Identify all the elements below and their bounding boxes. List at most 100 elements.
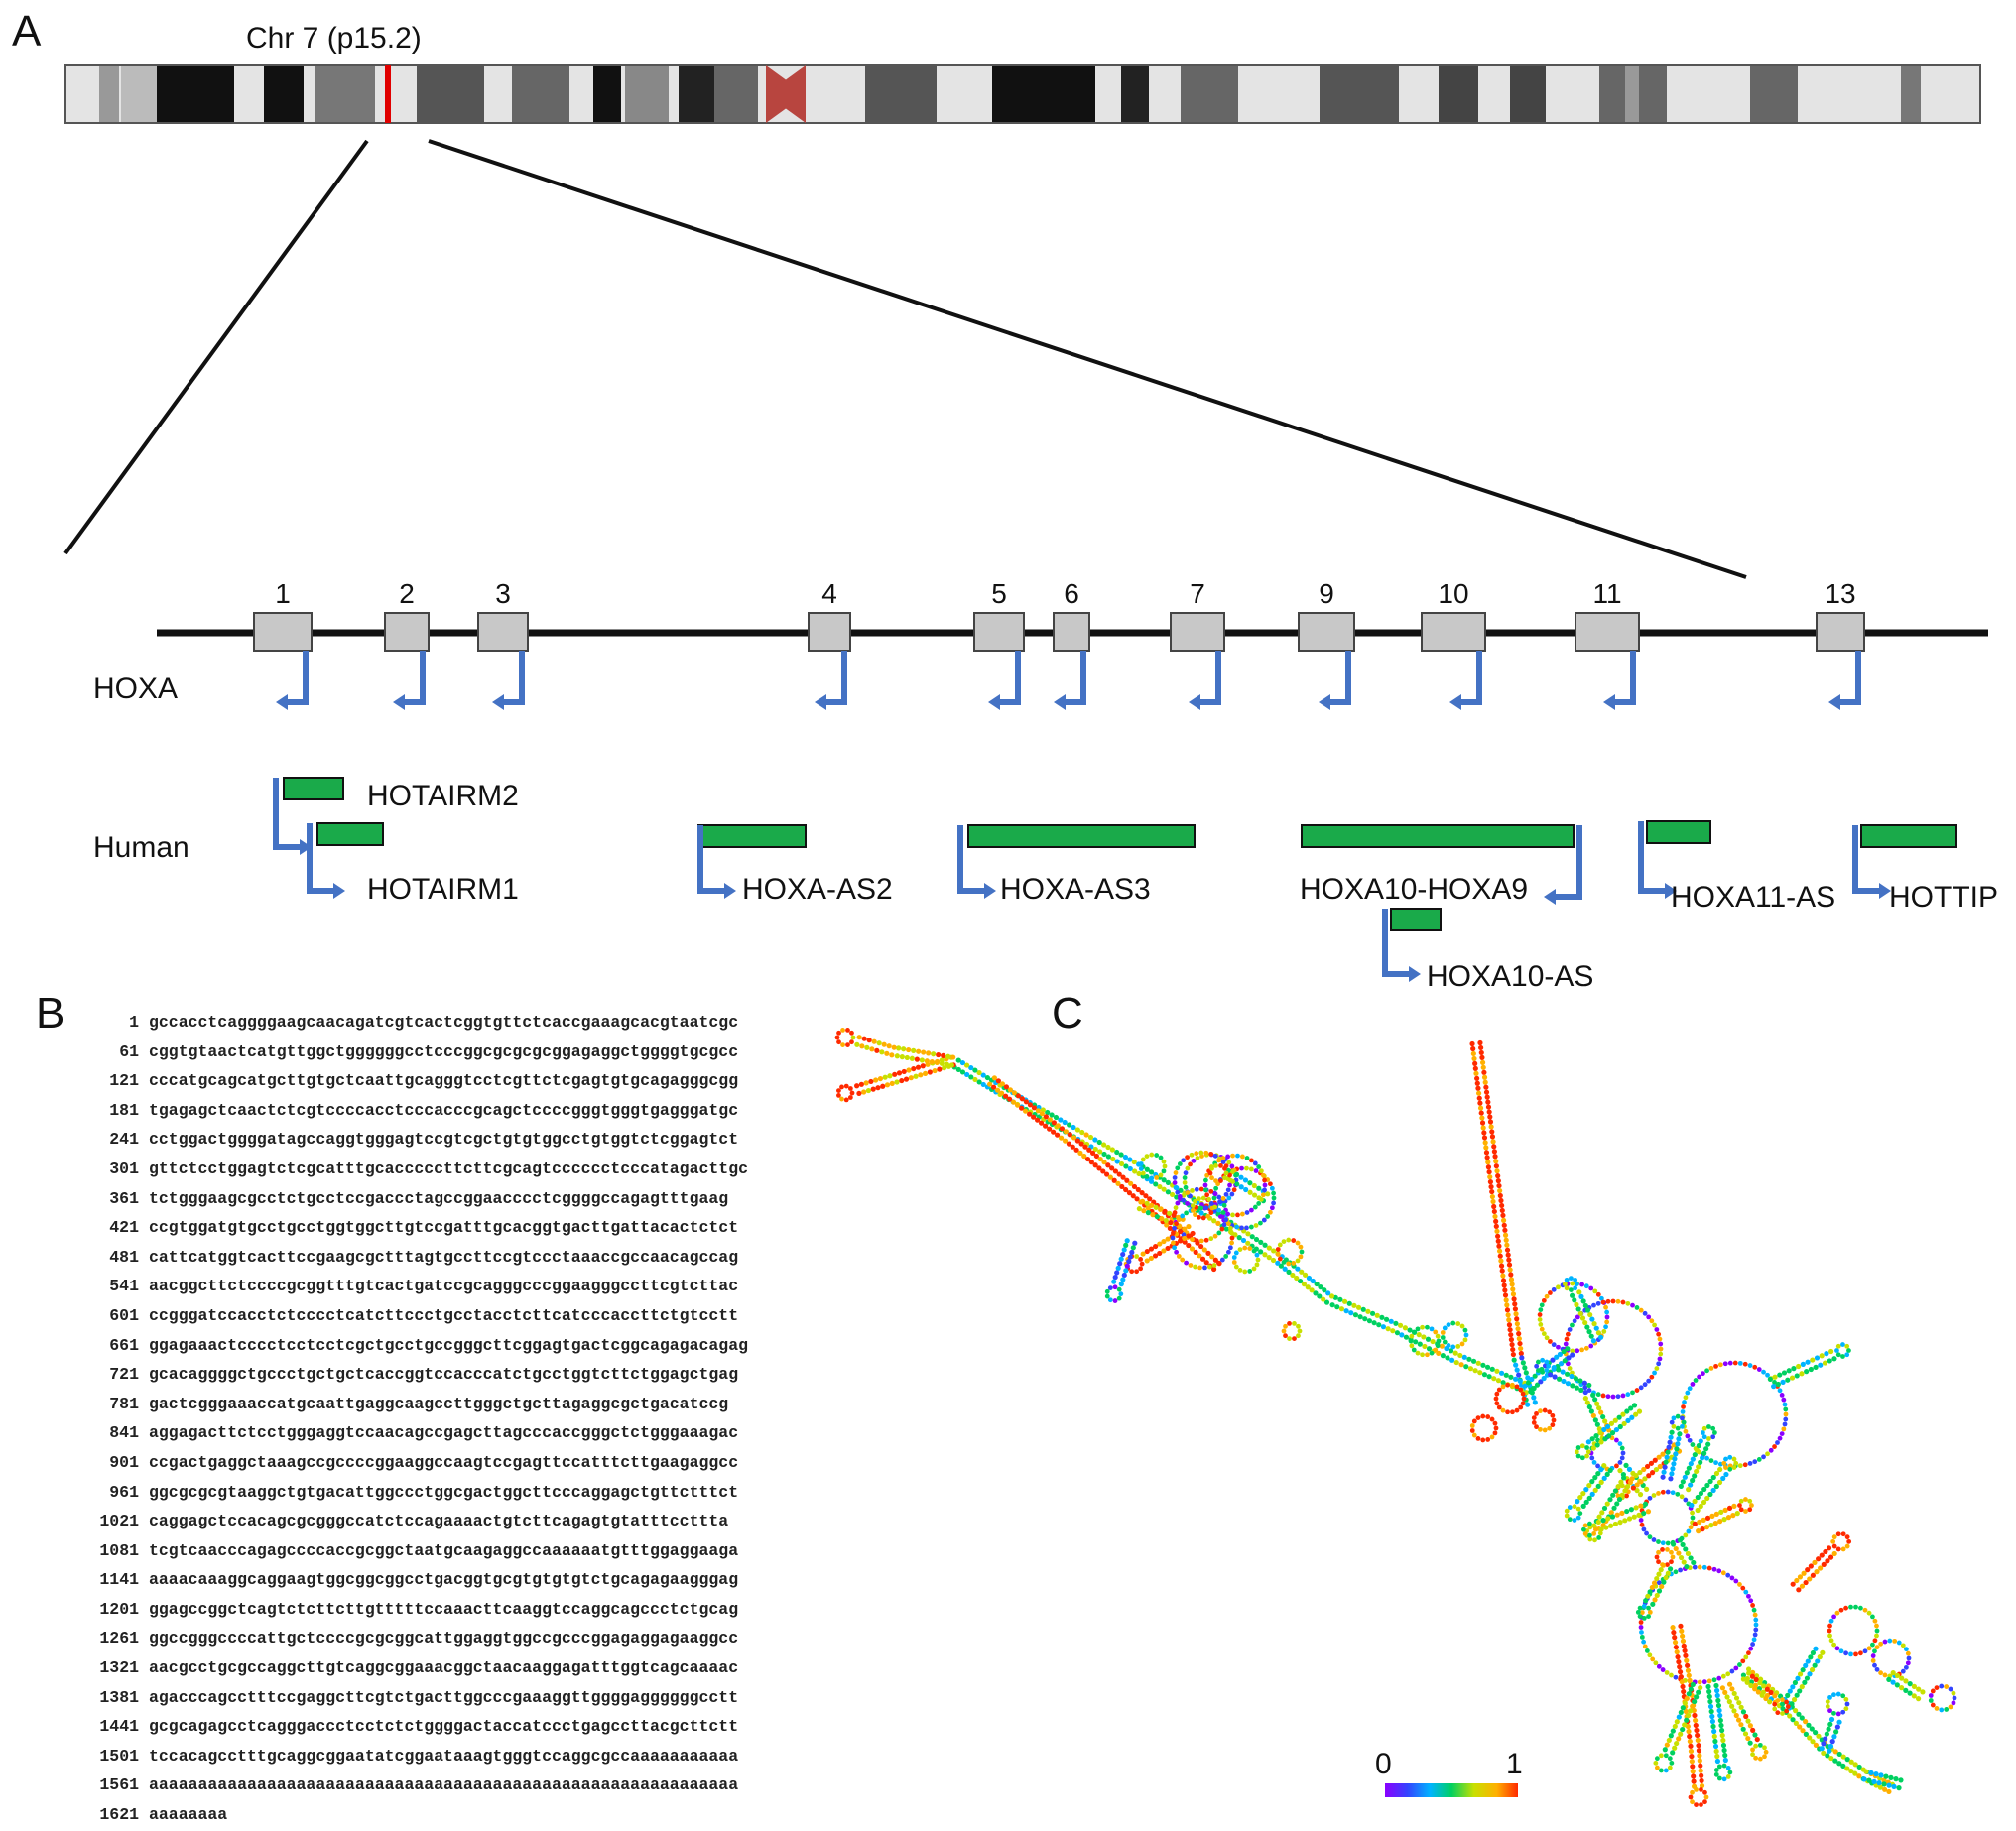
tss-arrow-icon [998,651,1021,705]
tss-arrow-icon [1838,651,1861,705]
sequence-position: 781 [109,1394,139,1413]
sequence-bases: ggcgcgcgtaaggctgtgacattggccctggcgactggct… [149,1482,739,1502]
arrowhead-icon [1879,883,1891,899]
sequence-position: 1621 [99,1805,139,1825]
lncrna-bar [283,777,344,800]
sequence-line: 1621 aaaaaaaa [77,1800,1030,1830]
sequence-bases: ggagaaactcccctcctcctcgctgcctgccgggcttcgg… [149,1335,748,1355]
arrowhead-icon [276,694,288,710]
lncrna-bar [1390,908,1442,931]
sequence-bases: tgagagctcaactctcgtccccacctcccacccgcagctc… [149,1100,739,1120]
arrowhead-icon [1409,966,1421,982]
sequence-position: 1141 [99,1570,139,1590]
sequence-position: 1501 [99,1746,139,1766]
arrowhead-icon [815,694,826,710]
hoxa-gene-box [1816,612,1865,652]
arrowhead-icon [333,883,345,899]
tss-arrow-icon [403,651,426,705]
lncrna-bar [697,824,807,848]
lncrna-name-label: HOXA-AS2 [742,873,893,906]
sequence-position: 961 [109,1482,139,1502]
chromosome-ideogram [64,64,1981,124]
sequence-position: 1261 [99,1629,139,1648]
lncrna-name-label: HOTTIP [1889,881,1998,914]
hoxa-gene-box [973,612,1025,652]
hoxa-gene-box [1421,612,1486,652]
sequence-bases: ccgactgaggctaaagccgccccggaaggccaagtccgag… [149,1452,739,1472]
lncrna-bar [316,822,384,846]
sequence-bases: ccgtggatgtgcctgcctggtggcttgtccgatttgcacg… [149,1218,739,1238]
hoxa-gene-box [808,612,851,652]
lncrna-name-label: HOXA11-AS [1671,881,1835,914]
sequence-bases: tctgggaagcgcctctgcctccgaccctagccggaacccc… [149,1188,729,1208]
sequence-bases: tcgtcaacccagagccccaccgcggctaatgcaagaggcc… [149,1540,739,1560]
tss-arrow-icon [1852,825,1879,894]
sequence-line: 961 ggcgcgcgtaaggctgtgacattggccctggcgactg… [77,1478,1030,1508]
hoxa-gene-number: 10 [1438,578,1468,609]
arrowhead-icon [1189,694,1200,710]
arrowhead-icon [1603,694,1615,710]
sequence-bases: aaaaaaaa [149,1805,228,1825]
p15-2-highlight [385,65,391,123]
tss-arrow-icon [1459,651,1482,705]
hoxa-gene-box [1298,612,1355,652]
arrowhead-icon [300,839,312,855]
arrowhead-icon [1054,694,1066,710]
sequence-position: 601 [109,1305,139,1325]
tss-arrow-icon [824,651,847,705]
tss-arrow-icon [1064,651,1086,705]
scale-min-label: 0 [1375,1748,1392,1780]
sequence-bases: gttctcctggagtctcgcatttgcacccccttcttcgcag… [149,1159,748,1178]
arrowhead-icon [1544,889,1556,905]
hoxa-gene-number: 5 [991,578,1007,609]
tss-arrow-icon [957,825,984,894]
sequence-bases: aacggcttctccccgcggtttgtcactgatccgcagggcc… [149,1277,739,1296]
sequence-position: 1381 [99,1687,139,1707]
sequence-position: 181 [109,1100,139,1120]
sequence-bases: caggagctccacagcgcgggccatctccagaaaactgtct… [149,1512,729,1531]
sequence-position: 301 [109,1159,139,1178]
lncrna-name-label: HOXA10-HOXA9 [1300,873,1528,906]
hoxa-gene-number: 6 [1064,578,1079,609]
sequence-bases: cattcatggtcacttccgaagcgctttagtgccttccgtc… [149,1247,739,1267]
zoom-line-left [63,139,369,555]
tss-arrow-icon [502,651,525,705]
sequence-position: 721 [109,1365,139,1385]
lncrna-name-label: HOTAIRM2 [367,780,519,812]
lncrna-name-label: HOXA-AS3 [1000,873,1151,906]
sequence-position: 541 [109,1277,139,1296]
tss-arrow-icon [1556,825,1582,900]
sequence-line: 541 aacggcttctccccgcggtttgtcactgatccgcagg… [77,1272,1030,1301]
tss-arrow-icon [1382,909,1409,977]
lncrna-bar [1301,824,1575,848]
sequence-bases: ccgggatccacctctcccctcatcttccctgcctacctct… [149,1305,739,1325]
hoxa-gene-box [253,612,313,652]
sequence-bases: tccacagcctttgcaggcggaatatcggaataaagtgggt… [149,1746,739,1766]
tss-arrow-icon [273,778,300,850]
sequence-line: 301 gttctcctggagtctcgcatttgcacccccttcttcg… [77,1155,1030,1184]
lncrna-name-label: HOTAIRM1 [367,873,519,906]
arrowhead-icon [988,694,1000,710]
zoom-line-right [428,139,1747,579]
hoxa-gene-number: 13 [1825,578,1855,609]
rna-secondary-structure [834,1027,1957,1808]
lncrna-bar [1860,824,1957,848]
sequence-position: 1021 [99,1512,139,1531]
tss-arrow-icon [1198,651,1221,705]
